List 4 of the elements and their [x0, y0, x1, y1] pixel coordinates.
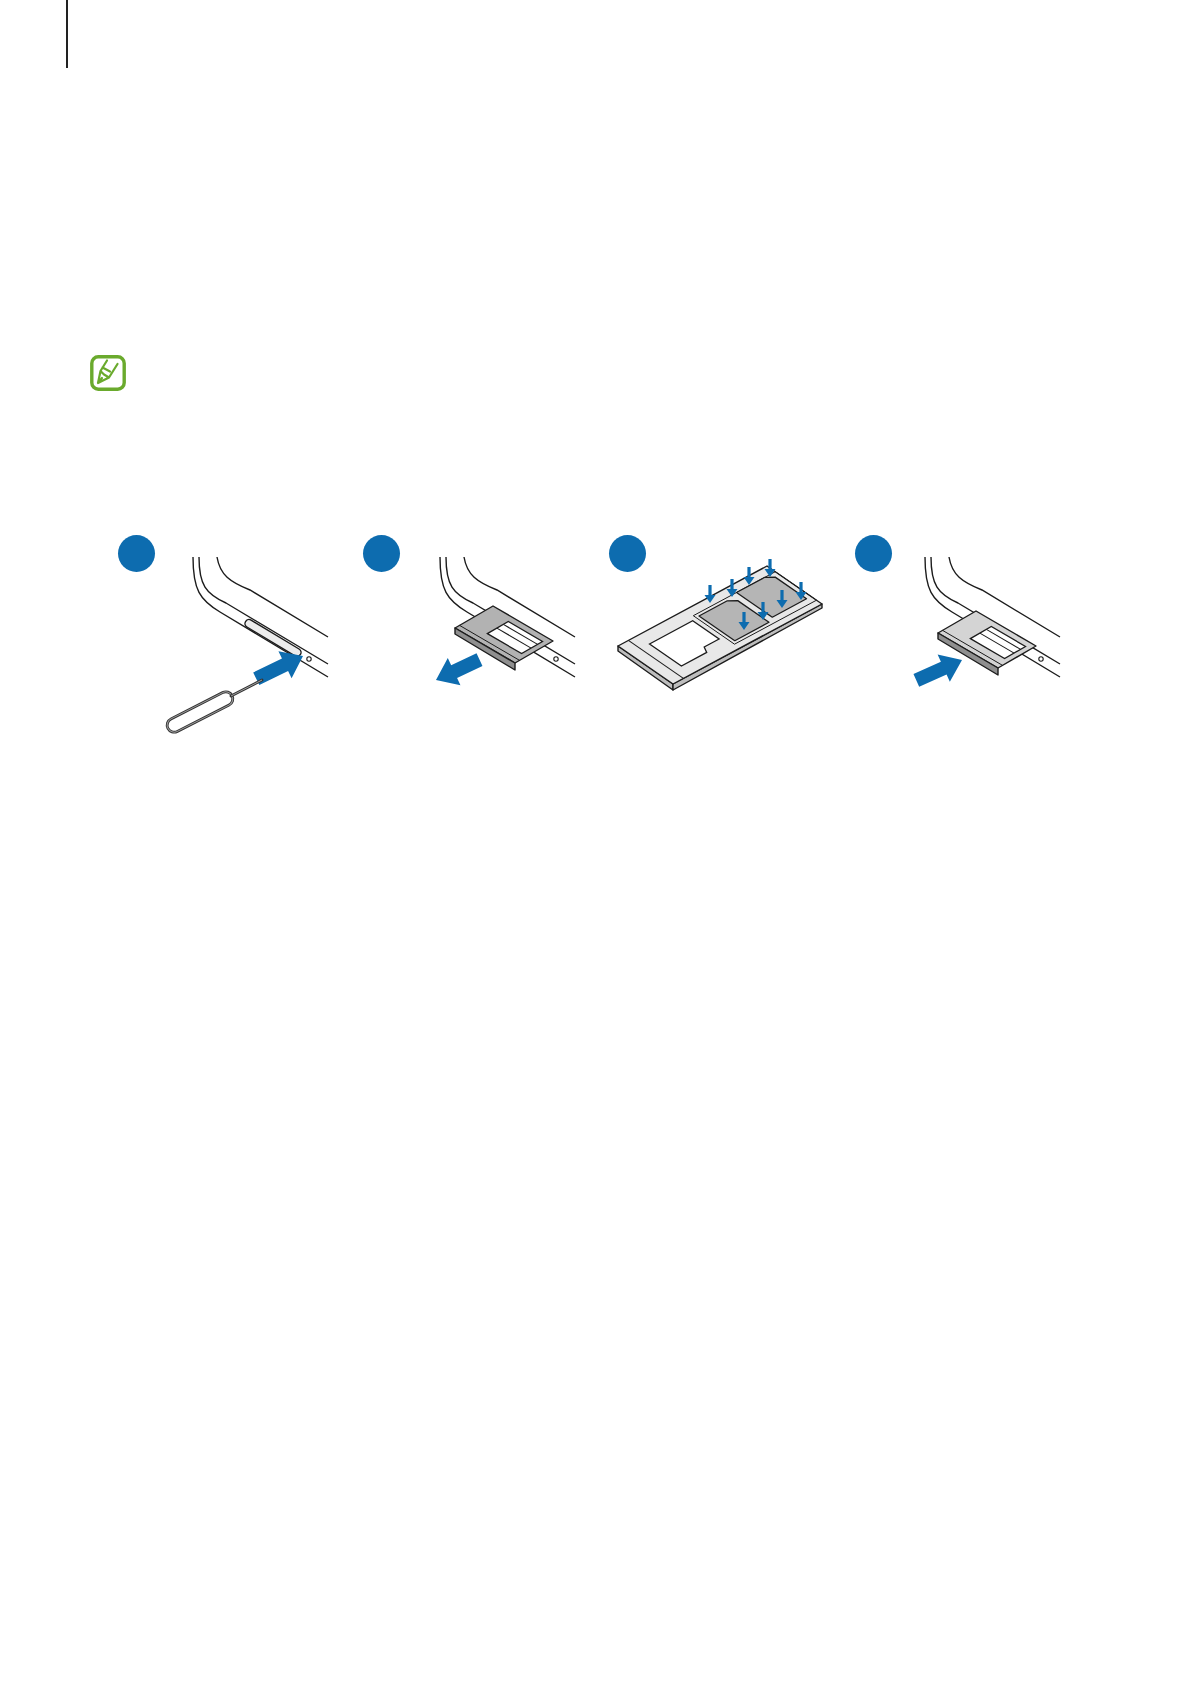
step-marker [363, 534, 400, 572]
step-marker [118, 534, 155, 572]
step-marker [609, 534, 646, 572]
step-marker [854, 534, 892, 572]
